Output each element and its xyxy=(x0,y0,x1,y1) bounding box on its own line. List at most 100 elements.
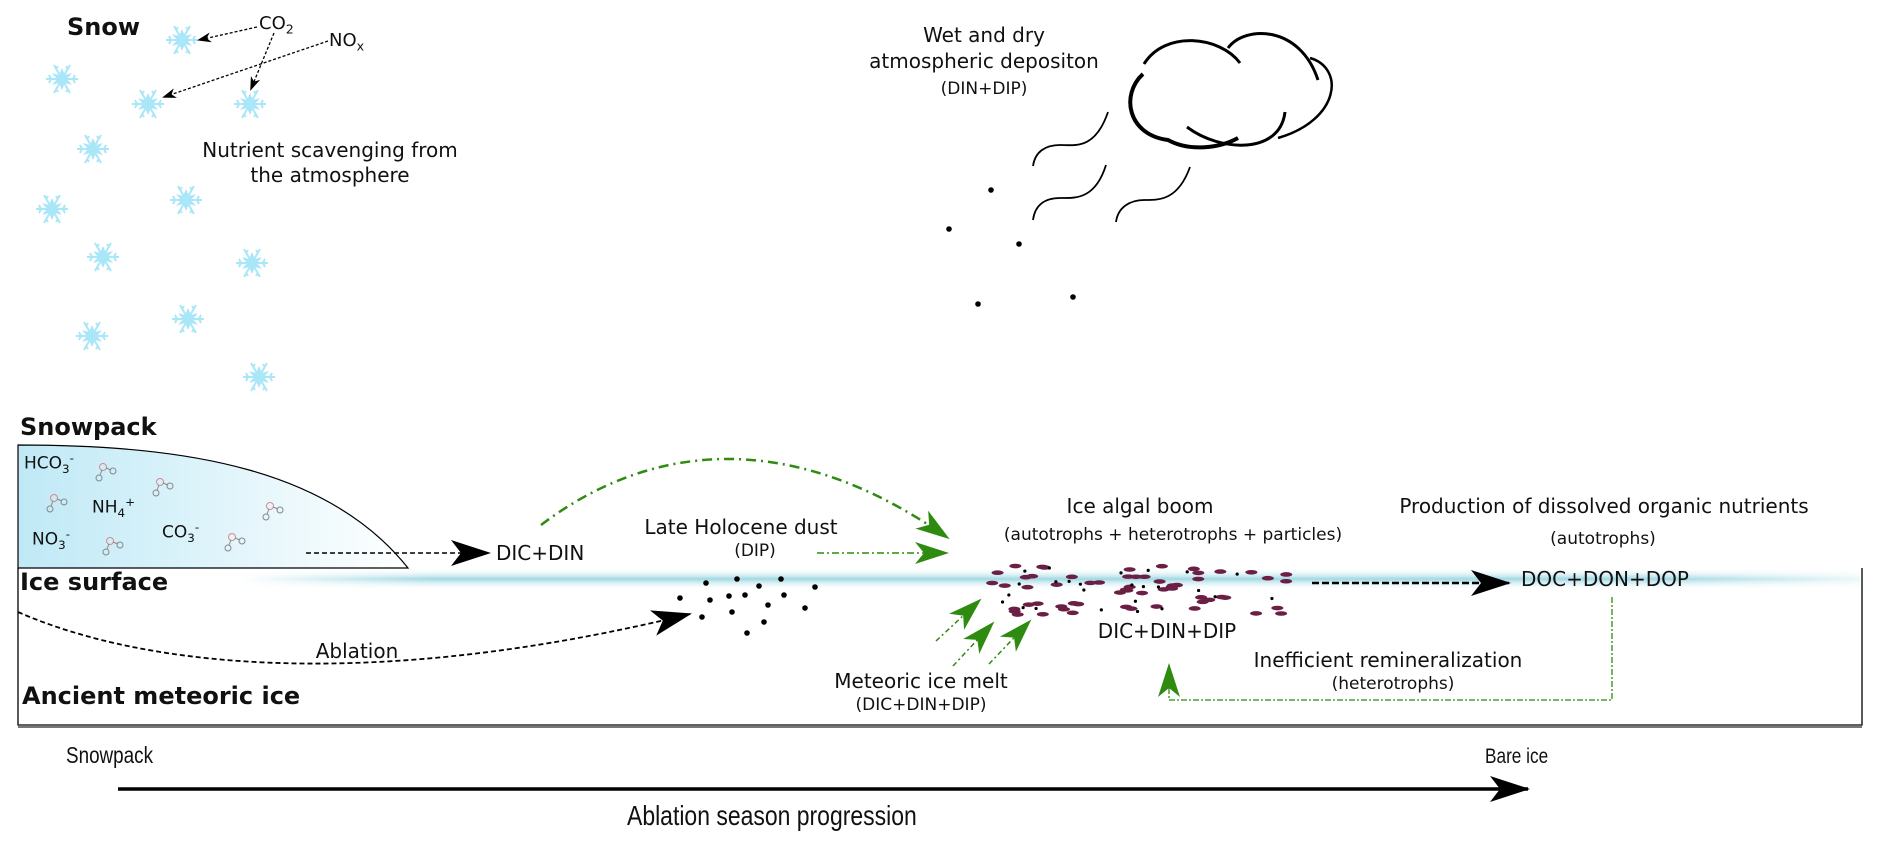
meteoric-melt-sub-label: (DIC+DIN+DIP) xyxy=(855,695,987,715)
particle-icon xyxy=(1007,593,1011,597)
snowflake-icon xyxy=(86,242,120,272)
algae-cell-icon xyxy=(1261,575,1274,581)
co2-label: CO2 xyxy=(259,13,294,37)
dic-din-label: DIC+DIN xyxy=(496,541,585,565)
hco3-label: HCO3- xyxy=(24,451,74,477)
ancient-ice-section-label: Ancient meteoric ice xyxy=(22,682,301,710)
algae-cell-icon xyxy=(1271,605,1284,611)
ice-column-outline xyxy=(17,568,1863,726)
algae-cell-icon xyxy=(1215,594,1228,600)
snowflake-icons xyxy=(35,25,276,392)
algae-cell-icon xyxy=(991,570,1004,576)
algae-cell-icon xyxy=(1214,569,1227,574)
particle-icon xyxy=(1034,606,1038,611)
snowflake-icon xyxy=(165,25,199,55)
snowflake-icon xyxy=(171,304,205,334)
particle-icon xyxy=(1021,606,1025,610)
algae-cell-icon xyxy=(1084,580,1097,586)
particle-icon xyxy=(1067,579,1071,583)
remineralization-arrow xyxy=(1158,597,1613,701)
particle-icon xyxy=(1141,585,1146,589)
particle-icon xyxy=(1133,599,1138,603)
particle-icon xyxy=(1099,608,1103,612)
remineralization-label: Inefficient remineralization xyxy=(1253,648,1523,672)
snowflake-icon xyxy=(45,64,79,94)
snowpack-section-label: Snowpack xyxy=(20,413,157,441)
rain-stroke-icons xyxy=(1032,111,1191,223)
particle-icon xyxy=(1082,588,1086,592)
algae-cell-icon xyxy=(1280,578,1293,584)
snowflake-icon xyxy=(75,321,109,351)
production-label: Production of dissolved organic nutrient… xyxy=(1399,494,1809,518)
deposition-label-2: atmospheric depositon xyxy=(869,49,1099,73)
particle-icon xyxy=(1235,572,1239,576)
atmospheric-dust-particles xyxy=(946,187,1076,307)
algae-cell-icon xyxy=(1166,586,1179,591)
particle-icon xyxy=(1270,596,1274,601)
algae-cell-icon xyxy=(1187,566,1200,572)
particle-icon xyxy=(1054,580,1058,584)
dust-particle-icons xyxy=(677,576,818,636)
algae-cell-icon xyxy=(1055,604,1068,609)
snowflake-icon xyxy=(131,89,165,119)
algal-bloom-sub-label: (autotrophs + heterotrophs + particles) xyxy=(1003,525,1343,545)
snowflake-icon xyxy=(76,134,110,164)
nox-to-snow-arrow xyxy=(162,40,329,98)
snowflake-icon xyxy=(35,194,69,224)
algae-cell-icon xyxy=(1195,595,1208,600)
algae-cell-icon xyxy=(998,583,1011,588)
meteoric-melt-arrows xyxy=(935,598,1032,667)
scavenging-arrows xyxy=(162,26,329,98)
snow-section-label: Snow xyxy=(67,13,141,41)
particle-icon xyxy=(1185,570,1189,574)
algae-cell-icon xyxy=(1188,606,1201,611)
algae-cell-icon xyxy=(1125,606,1138,611)
rain-stroke-icon xyxy=(1032,164,1107,221)
algae-cell-icon xyxy=(1155,563,1168,569)
algae-cell-icon xyxy=(1036,564,1049,570)
algae-cell-icon xyxy=(1036,611,1049,617)
particle-icon xyxy=(1197,588,1201,593)
algae-cell-icon xyxy=(1065,574,1078,580)
dust-label: Late Holocene dust xyxy=(644,515,838,539)
algae-cell-icon xyxy=(1150,604,1163,609)
particle-icon xyxy=(1023,569,1027,573)
ablation-label: Ablation xyxy=(315,639,399,663)
algae-cell-icon xyxy=(1275,611,1288,616)
particle-icon xyxy=(1078,582,1082,586)
particle-icon xyxy=(1047,566,1051,570)
particle-icon xyxy=(1119,571,1123,575)
timeline-label: Ablation season progression xyxy=(627,800,917,831)
no3-label: NO3- xyxy=(32,527,70,553)
rain-stroke-icon xyxy=(1032,111,1109,167)
algae-cell-icon xyxy=(986,580,999,586)
algae-cell-icon xyxy=(1009,563,1022,569)
algae-cell-icon xyxy=(1138,574,1151,580)
remineralization-sub-label: (heterotrophs) xyxy=(1331,674,1455,694)
particle-icon xyxy=(1135,609,1140,614)
algae-cell-icon xyxy=(1280,572,1293,577)
particle-icon xyxy=(1156,585,1161,589)
particle-icon xyxy=(1000,600,1005,604)
co2-to-snow-arrow xyxy=(197,26,258,43)
scavenging-label-1: Nutrient scavenging from xyxy=(202,138,458,162)
doc-don-dop-label: DOC+DON+DOP xyxy=(1521,567,1689,591)
particle-icon xyxy=(1213,595,1217,599)
algae-cell-icon xyxy=(1066,610,1079,616)
algae-cell-icon xyxy=(1245,569,1258,575)
nox-label: NOx xyxy=(329,30,365,54)
particle-icon xyxy=(1130,583,1134,587)
algae-cell-icon xyxy=(1250,611,1263,616)
algae-cell-icon xyxy=(1203,597,1216,603)
algae-cell-icon xyxy=(1021,584,1034,590)
algae-cell-icon xyxy=(1123,567,1136,572)
production-sub-label: (autotrophs) xyxy=(1550,529,1656,549)
algal-bloom-label: Ice algal boom xyxy=(1066,494,1214,518)
snowflake-icon xyxy=(242,362,276,392)
algae-cell-icon xyxy=(1067,601,1080,606)
snowflake-icon xyxy=(235,248,269,278)
cloud-icon xyxy=(1128,32,1333,150)
algae-cell-icons xyxy=(986,563,1293,617)
